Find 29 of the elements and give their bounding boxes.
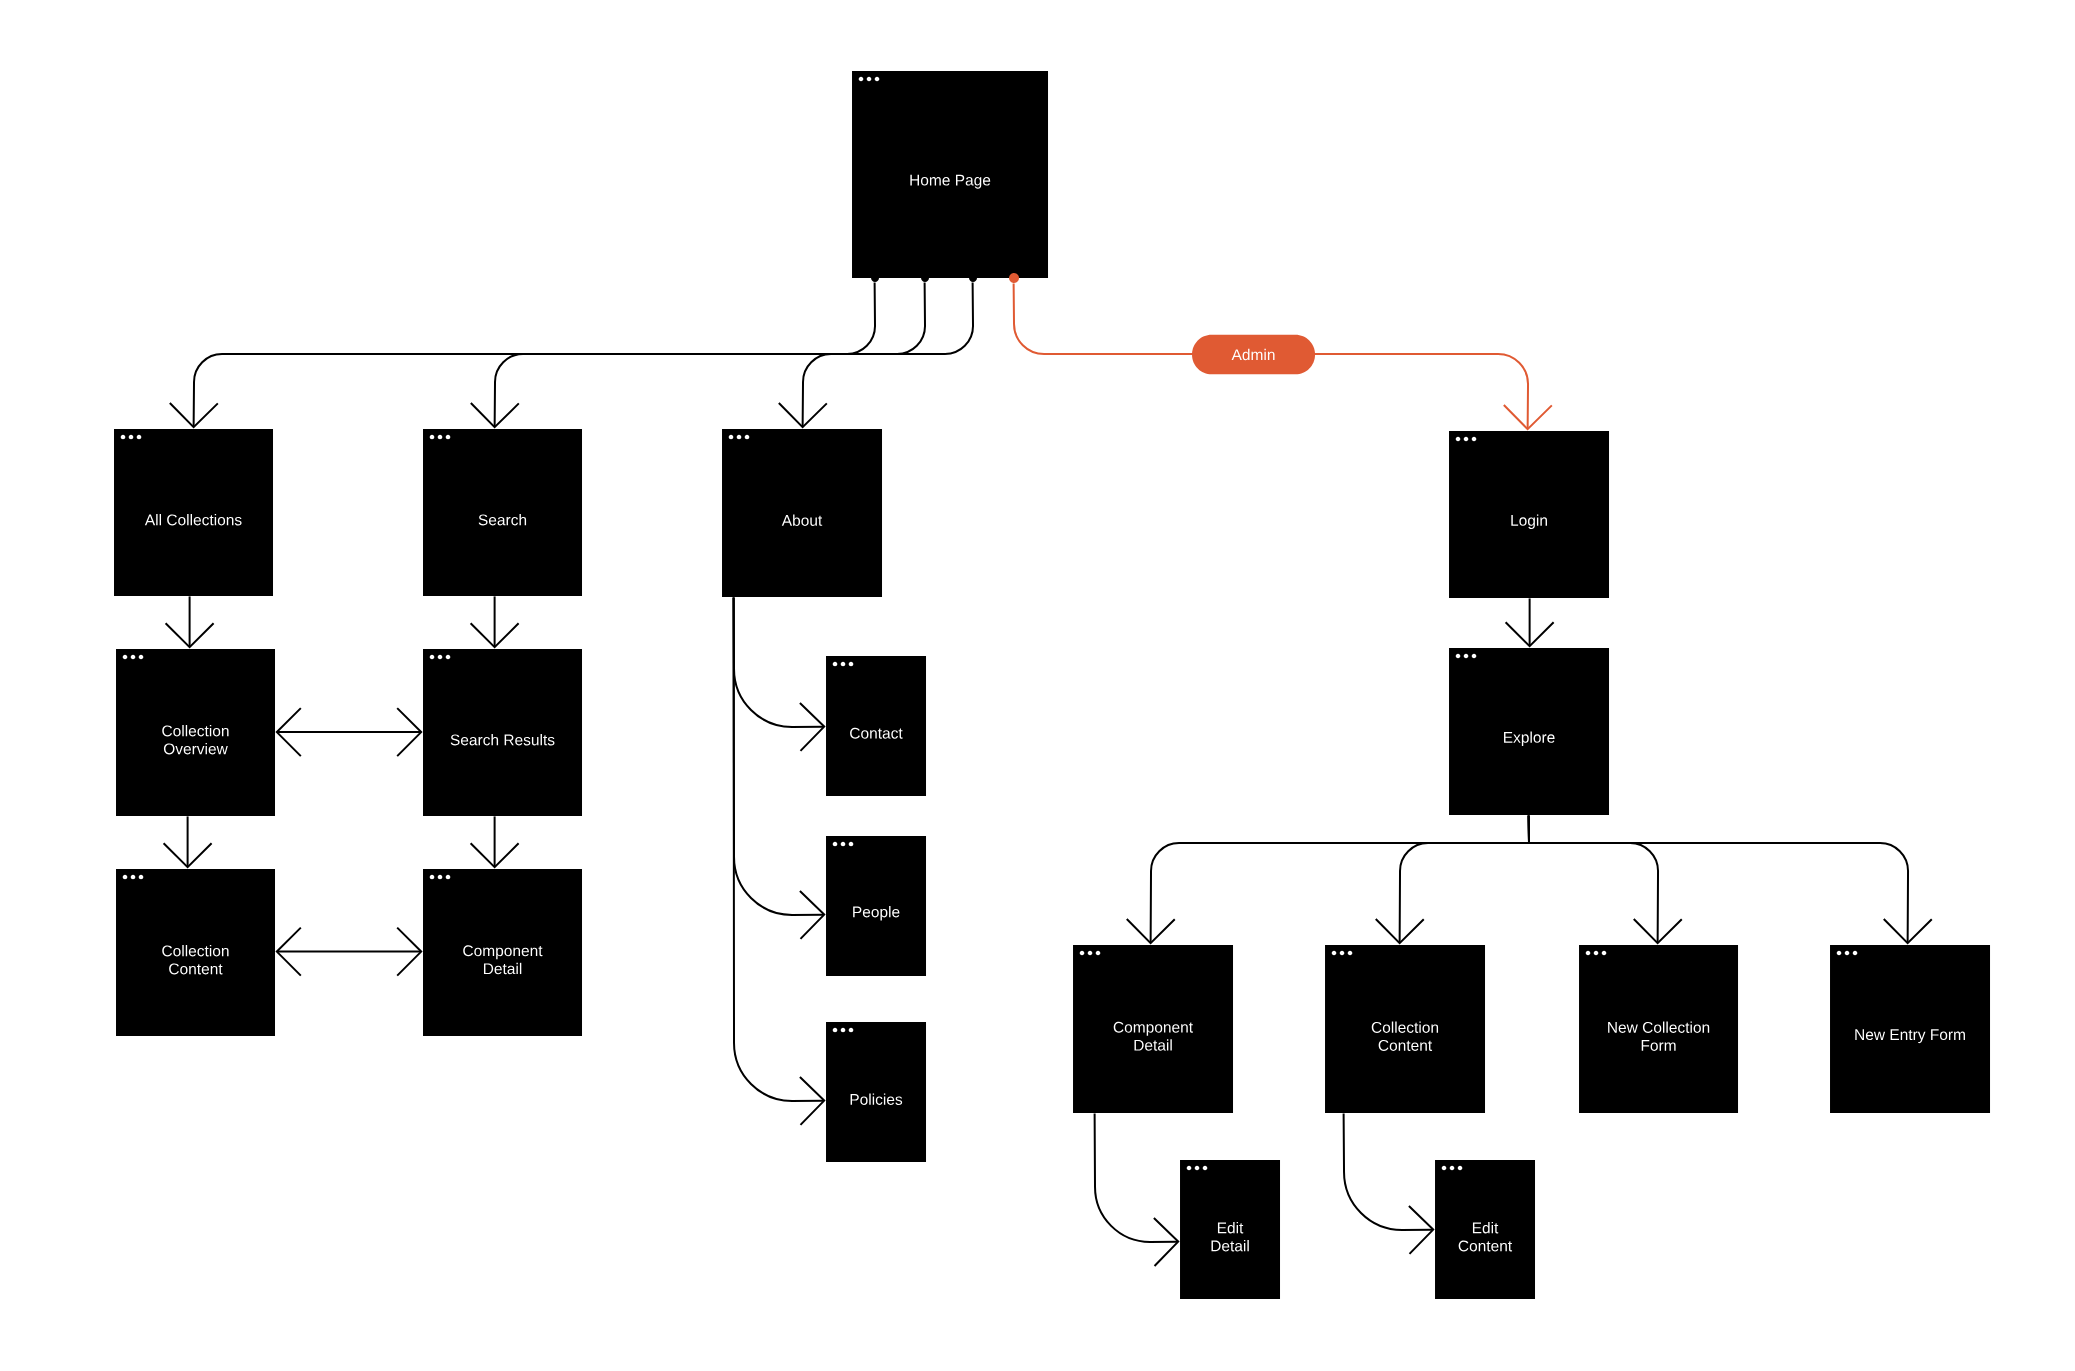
page-box: Component Detail [1073,945,1233,1113]
page-box: Edit Content [1435,1160,1535,1299]
page-box: Home Page [852,71,1048,278]
page-box: Policies [826,1022,926,1162]
arrow [732,596,826,1126]
page-box: Component Detail [423,869,582,1036]
page-box: Contact [826,656,926,796]
arrow [777,281,876,429]
page-box: Login [1449,431,1609,598]
double-arrow [275,926,423,977]
edge-label: Admin [1192,334,1315,375]
page-box: New Collection Form [1579,945,1739,1113]
arrow [469,281,926,429]
page-box: Edit Detail [1180,1160,1280,1299]
page-box: Search Results [423,649,582,816]
page-box: Search [423,429,582,596]
page-box: Collection Content [1325,945,1485,1113]
page-box: Collection Content [116,869,275,1036]
page-box: About [722,429,882,597]
page-box: People [826,836,926,976]
page-box: New Entry Form [1830,945,1991,1113]
page-box: Collection Overview [116,649,275,816]
arrow [168,281,974,429]
page-box: All Collections [114,429,273,596]
arrow [1093,1112,1180,1267]
arrow [1342,1112,1435,1255]
double-arrow [275,707,423,758]
arrow [1527,814,1933,945]
page-box: Explore [1449,648,1609,815]
